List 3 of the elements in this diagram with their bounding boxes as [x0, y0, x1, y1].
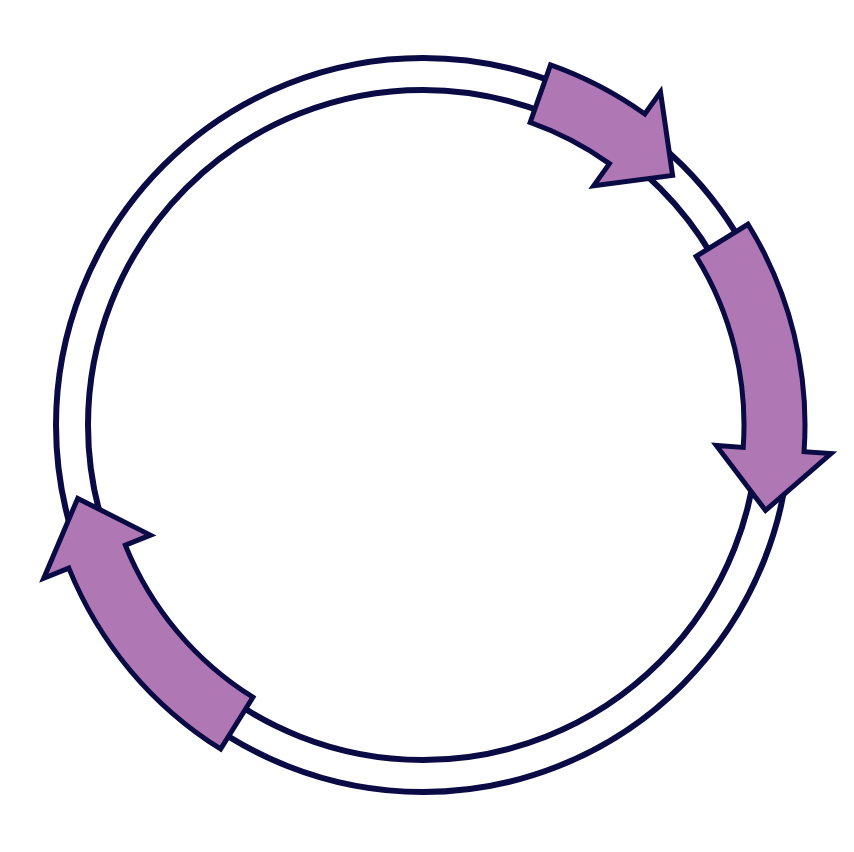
gene-arrow — [527, 62, 676, 189]
gene-arrow — [41, 495, 256, 752]
gene-arrow — [693, 221, 834, 513]
